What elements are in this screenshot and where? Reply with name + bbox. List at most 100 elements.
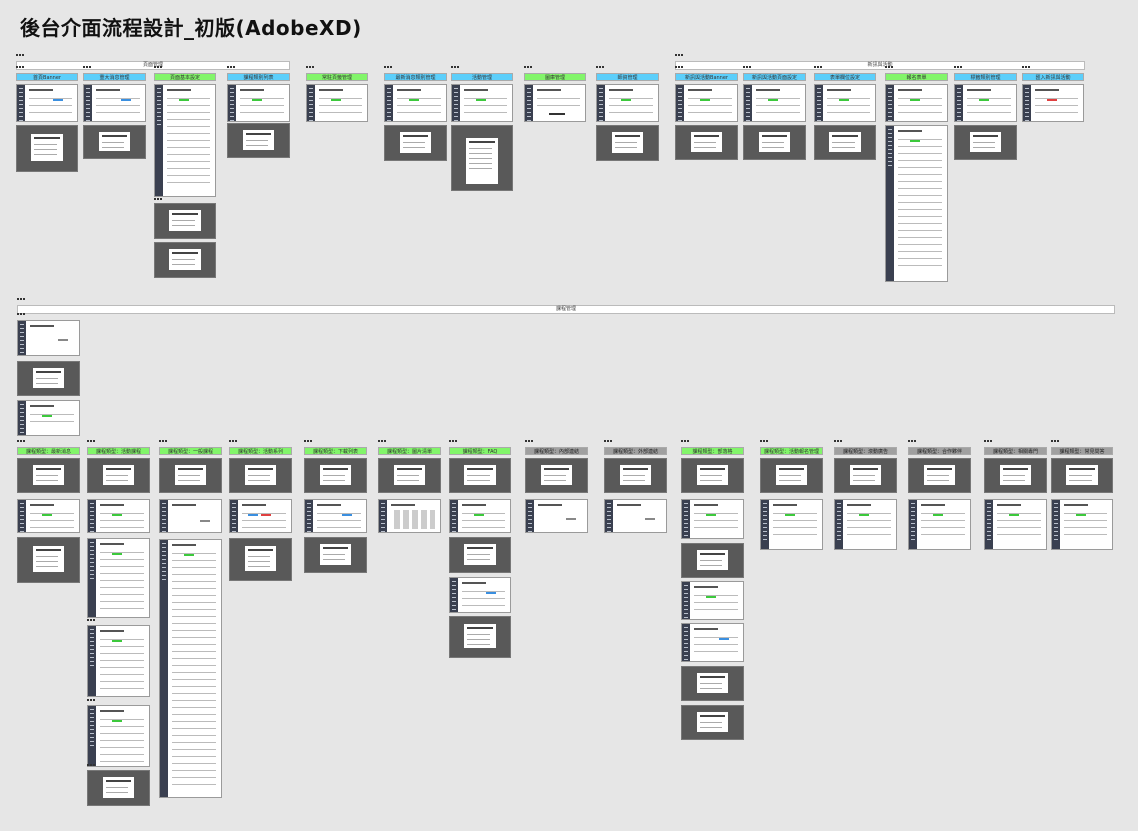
modal-artboard[interactable]	[449, 616, 511, 658]
artboard[interactable]	[83, 84, 146, 122]
modal-artboard[interactable]	[681, 543, 744, 578]
artboard-menu-icon[interactable]	[675, 54, 682, 56]
modal-artboard[interactable]	[229, 458, 292, 493]
artboard-menu-icon[interactable]	[17, 440, 24, 442]
artboard-menu-icon[interactable]	[87, 440, 94, 442]
artboard-menu-icon[interactable]	[87, 764, 94, 766]
artboard-menu-icon[interactable]	[675, 66, 682, 68]
artboard-menu-icon[interactable]	[159, 440, 166, 442]
artboard[interactable]	[87, 538, 150, 618]
artboard-menu-icon[interactable]	[449, 440, 456, 442]
artboard[interactable]	[885, 84, 948, 122]
artboard-menu-icon[interactable]	[604, 440, 611, 442]
modal-artboard[interactable]	[681, 705, 744, 740]
artboard[interactable]	[681, 499, 744, 539]
artboard-menu-icon[interactable]	[814, 66, 821, 68]
artboard-menu-icon[interactable]	[834, 440, 841, 442]
artboard[interactable]	[834, 499, 897, 550]
artboard[interactable]	[159, 499, 222, 533]
artboard-menu-icon[interactable]	[954, 66, 961, 68]
artboard[interactable]	[304, 499, 367, 533]
artboard-menu-icon[interactable]	[17, 298, 24, 300]
artboard[interactable]	[814, 84, 876, 122]
modal-artboard[interactable]	[378, 458, 441, 493]
modal-artboard[interactable]	[954, 125, 1017, 160]
artboard[interactable]	[885, 125, 948, 282]
artboard[interactable]	[384, 84, 447, 122]
artboard-menu-icon[interactable]	[760, 440, 767, 442]
artboard[interactable]	[159, 539, 222, 798]
artboard-menu-icon[interactable]	[681, 440, 688, 442]
modal-artboard[interactable]	[154, 242, 216, 278]
modal-artboard[interactable]	[304, 458, 367, 493]
modal-artboard[interactable]	[87, 770, 150, 806]
artboard-menu-icon[interactable]	[227, 66, 234, 68]
artboard[interactable]	[675, 84, 738, 122]
modal-artboard[interactable]	[984, 458, 1047, 493]
artboard[interactable]	[449, 577, 511, 613]
artboard[interactable]	[378, 499, 441, 533]
artboard-menu-icon[interactable]	[378, 440, 385, 442]
artboard-menu-icon[interactable]	[525, 440, 532, 442]
modal-artboard[interactable]	[17, 458, 80, 493]
artboard[interactable]	[17, 499, 80, 533]
artboard-menu-icon[interactable]	[154, 66, 161, 68]
modal-artboard[interactable]	[834, 458, 897, 493]
modal-artboard[interactable]	[760, 458, 823, 493]
artboard[interactable]	[87, 705, 150, 767]
modal-artboard[interactable]	[229, 538, 292, 581]
artboard-menu-icon[interactable]	[83, 66, 90, 68]
artboard[interactable]	[17, 400, 80, 436]
artboard[interactable]	[984, 499, 1047, 550]
modal-artboard[interactable]	[596, 125, 659, 161]
artboard[interactable]	[743, 84, 806, 122]
artboard[interactable]	[681, 581, 744, 620]
artboard-menu-icon[interactable]	[596, 66, 603, 68]
modal-artboard[interactable]	[227, 123, 290, 158]
artboard[interactable]	[524, 84, 586, 122]
artboard-menu-icon[interactable]	[1051, 440, 1058, 442]
artboard[interactable]	[16, 84, 78, 122]
artboard-menu-icon[interactable]	[743, 66, 750, 68]
artboard-menu-icon[interactable]	[304, 440, 311, 442]
artboard-menu-icon[interactable]	[984, 440, 991, 442]
artboard-menu-icon[interactable]	[524, 66, 531, 68]
artboard[interactable]	[760, 499, 823, 550]
modal-artboard[interactable]	[743, 125, 806, 160]
modal-artboard[interactable]	[87, 458, 150, 493]
modal-artboard[interactable]	[83, 125, 146, 159]
artboard-menu-icon[interactable]	[229, 440, 236, 442]
artboard[interactable]	[908, 499, 971, 550]
artboard[interactable]	[525, 499, 588, 533]
artboard[interactable]	[681, 623, 744, 662]
modal-artboard[interactable]	[908, 458, 971, 493]
artboard-menu-icon[interactable]	[885, 66, 892, 68]
artboard[interactable]	[451, 84, 513, 122]
artboard-menu-icon[interactable]	[451, 66, 458, 68]
artboard-menu-icon[interactable]	[908, 440, 915, 442]
artboard-menu-icon[interactable]	[1022, 66, 1029, 68]
modal-artboard[interactable]	[154, 203, 216, 239]
modal-artboard[interactable]	[159, 458, 222, 493]
artboard[interactable]	[449, 499, 511, 533]
artboard[interactable]	[954, 84, 1017, 122]
modal-artboard[interactable]	[675, 125, 738, 160]
artboard[interactable]	[1022, 84, 1084, 122]
artboard-menu-icon[interactable]	[384, 66, 391, 68]
artboard[interactable]	[604, 499, 667, 533]
modal-artboard[interactable]	[681, 666, 744, 701]
artboard[interactable]	[596, 84, 659, 122]
modal-artboard[interactable]	[17, 537, 80, 583]
modal-artboard[interactable]	[814, 125, 876, 160]
modal-artboard[interactable]	[525, 458, 588, 493]
artboard[interactable]	[227, 84, 290, 122]
artboard[interactable]	[87, 499, 150, 533]
artboard[interactable]	[154, 84, 216, 197]
modal-artboard[interactable]	[17, 361, 80, 396]
artboard[interactable]	[306, 84, 368, 122]
artboard[interactable]	[1051, 499, 1113, 550]
artboard-menu-icon[interactable]	[17, 313, 24, 315]
artboard-menu-icon[interactable]	[87, 619, 94, 621]
modal-artboard[interactable]	[449, 458, 511, 493]
artboard-menu-icon[interactable]	[306, 66, 313, 68]
